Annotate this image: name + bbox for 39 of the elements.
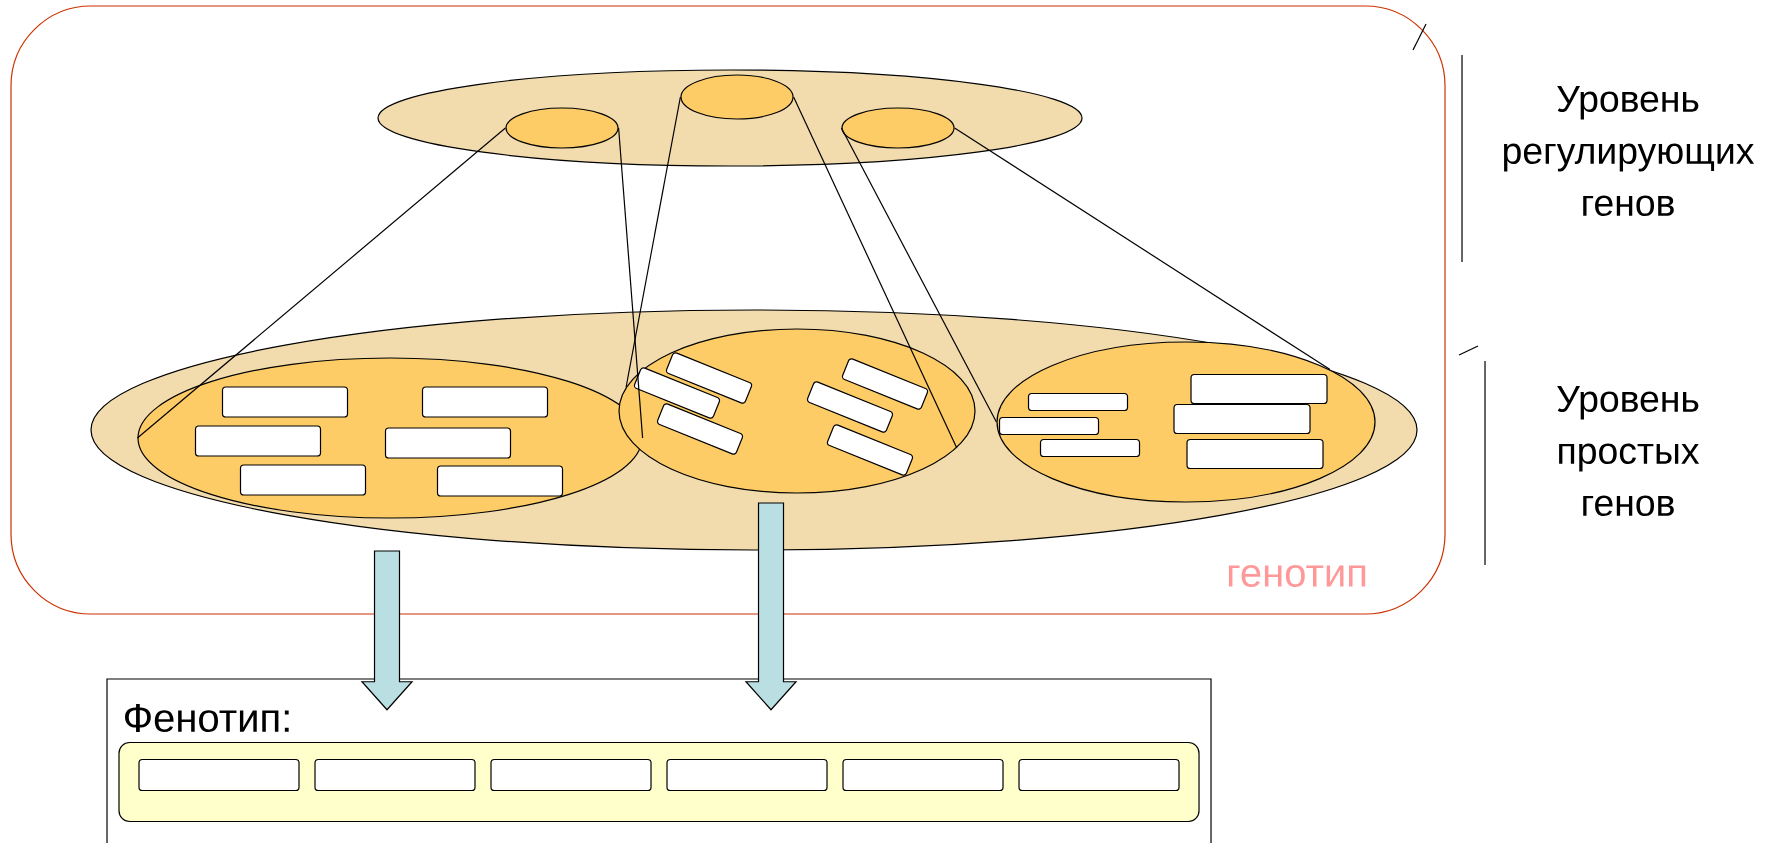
phenotype-frame: Фенотип: [106,678,1212,843]
gene-box [806,381,894,433]
gene-box [665,352,753,404]
gene-box [1186,438,1324,470]
gene-box [1027,392,1129,412]
trait-box [1018,758,1180,792]
trait-box [666,758,828,792]
gene-box [436,465,564,497]
gene-box [633,367,721,419]
gene-ellipse [680,74,794,120]
gene-box [221,386,349,418]
gene-box [1190,373,1328,405]
block-arrow [360,550,414,711]
connector-line [136,127,506,439]
genotype-frame: генотип [10,5,1446,615]
trait-box [138,758,300,792]
gene-box [656,403,744,455]
gene-box [841,358,929,410]
trait-box [842,758,1004,792]
trait-box [314,758,476,792]
gene-box [1039,438,1141,458]
gene-box [239,464,367,496]
trait-box [490,758,652,792]
connector-line [625,96,681,388]
gene-ellipse [505,107,619,149]
gene-box [384,427,512,459]
connector-line [954,127,1331,371]
connector-line [793,96,958,449]
gene-box [421,386,549,418]
level-label: Уровень регулирующих генов [1504,86,1755,216]
gene-box [1173,403,1311,435]
gene-box [826,424,914,476]
gene-box [998,416,1100,436]
gene-ellipse [841,107,955,149]
connector-line [840,127,997,423]
level-label: Уровень простых генов [1557,386,1700,516]
gene-box [194,425,322,457]
block-arrow [744,502,798,711]
connector-line [618,127,644,439]
